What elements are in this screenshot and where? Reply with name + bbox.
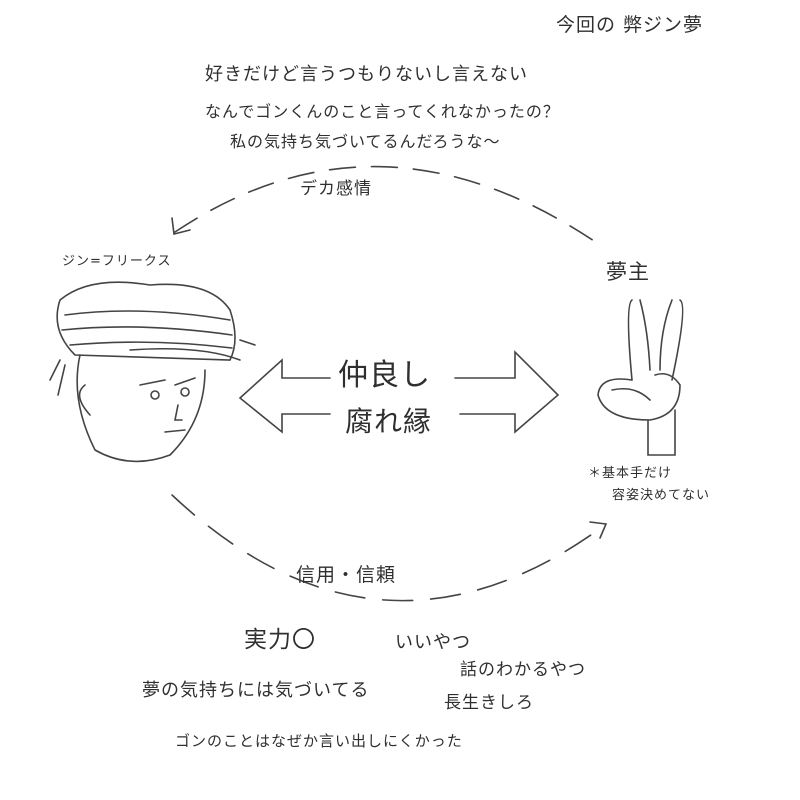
peace-hand-drawing — [597, 299, 684, 456]
note-line-1: ＊基本手だけ — [588, 466, 673, 481]
live-long-note: 長生きしろ — [444, 693, 534, 713]
right-arrow — [454, 350, 560, 434]
thought-line-2: なんでゴンくんのこと言ってくれなかったの？ — [205, 102, 560, 121]
left-character-name: ジン=フリークス — [62, 254, 172, 269]
top-dashed-arc — [174, 165, 601, 246]
ging-face-drawing — [49, 281, 256, 463]
relation-label-2: 腐れ縁 — [345, 405, 433, 438]
right-character-name: 夢主 — [606, 260, 650, 284]
page-title: 今回の 弊ジン夢 — [556, 14, 704, 36]
thought-line-3: 私の気持ち気づいてるんだろうな〜 — [230, 132, 501, 151]
note-line-2: 容姿決めてない — [612, 488, 711, 503]
bottom-arc-arrowhead — [589, 521, 608, 539]
top-arc-label: デカ感情 — [300, 179, 372, 199]
bottom-dashed-arc — [171, 494, 606, 602]
gon-note: ゴンのことはなぜか言い出しにくかった — [175, 732, 463, 750]
understanding-note: 話のわかるやつ — [460, 660, 586, 680]
top-arc-arrowhead — [171, 217, 191, 235]
thought-line-1: 好きだけど言うつもりないし言えない — [205, 64, 528, 85]
aware-note: 夢の気持ちには気づいてる — [142, 680, 370, 701]
relation-label-1: 仲良し — [338, 358, 431, 393]
ability-note: 実力〇 — [244, 627, 316, 653]
good-guy-note: いいやつ — [395, 632, 471, 653]
bottom-arc-label: 信用・信頼 — [296, 564, 397, 586]
left-arrow — [238, 358, 331, 434]
